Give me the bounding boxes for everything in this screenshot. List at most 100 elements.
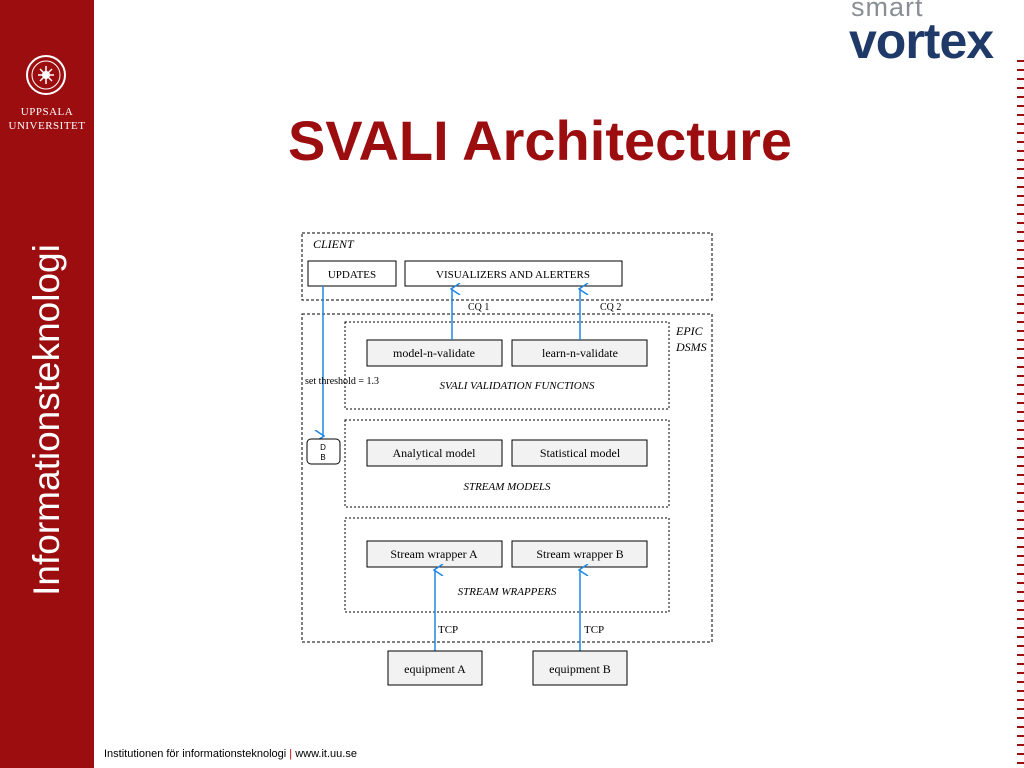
edge-stripe <box>1017 420 1024 422</box>
validation-functions-label: SVALI VALIDATION FUNCTIONS <box>439 380 595 392</box>
epic-label-line1: EPIC <box>675 324 704 338</box>
edge-stripe <box>1017 753 1024 755</box>
edge-stripe <box>1017 123 1024 125</box>
edge-stripe <box>1017 249 1024 251</box>
edge-stripe <box>1017 537 1024 539</box>
edge-stripe <box>1017 447 1024 449</box>
edge-stripe <box>1017 384 1024 386</box>
edge-stripe <box>1017 627 1024 629</box>
edge-stripe <box>1017 348 1024 350</box>
updates-box: UPDATES <box>307 260 397 287</box>
edge-stripe <box>1017 141 1024 143</box>
edge-stripe <box>1017 411 1024 413</box>
learn-n-validate-label: learn-n-validate <box>542 346 618 360</box>
edge-stripe <box>1017 177 1024 179</box>
edge-stripe <box>1017 546 1024 548</box>
edge-stripe <box>1017 258 1024 260</box>
edge-stripe <box>1017 510 1024 512</box>
equipment-a-label: equipment A <box>404 662 466 676</box>
edge-stripe <box>1017 744 1024 746</box>
edge-stripe <box>1017 591 1024 593</box>
edge-stripe <box>1017 573 1024 575</box>
edge-stripe <box>1017 645 1024 647</box>
edge-stripe <box>1017 393 1024 395</box>
slide-title: SVALI Architecture <box>287 109 793 172</box>
db-label-line1: D <box>320 443 326 452</box>
analytical-model-box: Analytical model <box>366 439 503 467</box>
edge-stripe <box>1017 195 1024 197</box>
edge-stripe <box>1017 708 1024 710</box>
edge-stripe <box>1017 330 1024 332</box>
edge-stripe <box>1017 609 1024 611</box>
edge-stripe <box>1017 555 1024 557</box>
edge-stripe <box>1017 375 1024 377</box>
edge-stripe <box>1017 96 1024 98</box>
edge-stripe <box>1017 654 1024 656</box>
stream-wrapper-a-box: Stream wrapper A <box>366 540 503 568</box>
cq2-label: CQ 2 <box>600 302 621 313</box>
edge-stripe <box>1017 465 1024 467</box>
footer-url-link[interactable]: www.it.uu.se <box>295 748 357 760</box>
edge-stripe <box>1017 636 1024 638</box>
edge-stripe <box>1017 366 1024 368</box>
epic-dsms-container <box>301 313 713 643</box>
footer: Institutionen för informationsteknologi … <box>104 748 357 760</box>
edge-stripe <box>1017 690 1024 692</box>
edge-stripe <box>1017 285 1024 287</box>
tcp-a-label: TCP <box>438 624 458 636</box>
edge-stripe <box>1017 312 1024 314</box>
model-n-validate-label: model-n-validate <box>393 346 475 360</box>
logo-smart-text: smart <box>851 0 924 22</box>
set-threshold-label: set threshold = 1.3 <box>305 376 379 387</box>
edge-stripe <box>1017 204 1024 206</box>
db-label-line2: B <box>320 453 325 462</box>
stream-models-container <box>344 419 670 508</box>
edge-stripe <box>1017 186 1024 188</box>
edge-stripe <box>1017 402 1024 404</box>
edge-stripe <box>1017 276 1024 278</box>
stream-wrapper-b-label: Stream wrapper B <box>536 547 623 561</box>
edge-stripe <box>1017 699 1024 701</box>
edge-stripe <box>1017 582 1024 584</box>
edge-stripe <box>1017 321 1024 323</box>
edge-stripe <box>1017 132 1024 134</box>
footer-separator: | <box>289 748 293 760</box>
university-name-line1: UPPSALA <box>20 106 74 118</box>
edge-stripe <box>1017 564 1024 566</box>
edge-stripe <box>1017 438 1024 440</box>
edge-stripe <box>1017 429 1024 431</box>
equipment-a-box: equipment A <box>387 650 483 686</box>
edge-stripe <box>1017 474 1024 476</box>
edge-stripe <box>1017 762 1024 764</box>
stream-wrapper-a-label: Stream wrapper A <box>390 547 478 561</box>
edge-stripe <box>1017 78 1024 80</box>
edge-stripe <box>1017 663 1024 665</box>
model-n-validate-box: model-n-validate <box>366 339 503 367</box>
learn-n-validate-box: learn-n-validate <box>511 339 648 367</box>
stream-wrappers-container <box>344 517 670 613</box>
edge-stripe <box>1017 600 1024 602</box>
equipment-b-label: equipment B <box>549 662 611 676</box>
edge-stripe <box>1017 105 1024 107</box>
stream-models-label: STREAM MODELS <box>463 481 551 493</box>
edge-stripe <box>1017 726 1024 728</box>
edge-stripe <box>1017 87 1024 89</box>
edge-stripe <box>1017 681 1024 683</box>
equipment-b-box: equipment B <box>532 650 628 686</box>
edge-stripe <box>1017 717 1024 719</box>
epic-label-line2: DSMS <box>675 340 707 354</box>
updates-label: UPDATES <box>328 269 376 281</box>
edge-stripe <box>1017 240 1024 242</box>
edge-stripe <box>1017 492 1024 494</box>
edge-stripe <box>1017 339 1024 341</box>
stream-wrapper-b-box: Stream wrapper B <box>511 540 648 568</box>
university-seal-icon <box>26 55 66 95</box>
tcp-b-label: TCP <box>584 624 604 636</box>
edge-stripe <box>1017 168 1024 170</box>
edge-stripe <box>1017 456 1024 458</box>
edge-stripe <box>1017 618 1024 620</box>
statistical-model-label: Statistical model <box>540 446 621 460</box>
analytical-model-label: Analytical model <box>393 446 477 460</box>
edge-stripe <box>1017 528 1024 530</box>
